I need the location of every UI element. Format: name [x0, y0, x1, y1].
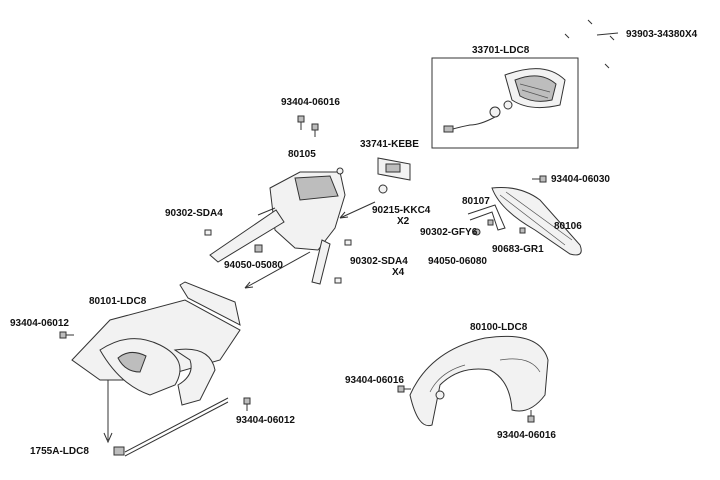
bolt-icon: [59, 331, 74, 339]
label-1755a-ldc8: 1755A-LDC8: [30, 446, 89, 457]
label-93404-06012-bottom: 93404-06012: [236, 415, 295, 426]
inner-fender-80101: [71, 281, 241, 444]
screw-set-icon: [564, 19, 619, 69]
label-80100-ldc8: 80100-LDC8: [470, 322, 528, 333]
label-90215-kkc4: 90215-KKC4: [372, 205, 431, 216]
bolt-icon: [243, 397, 251, 411]
label-93903-34380x4: 93903-34380X4: [626, 29, 698, 40]
label-90302-sda4-right: 90302-SDA4: [350, 256, 408, 267]
label-90215-qty: X2: [397, 216, 410, 227]
label-80101-ldc8: 80101-LDC8: [89, 296, 147, 307]
stay-80107: [467, 204, 526, 236]
bolt-icon: [397, 385, 535, 423]
label-90302-sda4-right-qty: X4: [392, 267, 405, 278]
reflector-80106: [491, 187, 582, 256]
label-94050-05080: 94050-05080: [224, 260, 283, 271]
plate-light-icon: [377, 157, 411, 181]
label-80106: 80106: [554, 221, 582, 232]
clip-icon: [204, 229, 352, 284]
bolt-icon: [532, 175, 547, 183]
label-33741-kebe: 33741-KEBE: [360, 139, 419, 150]
tail-light-assembly: [431, 57, 579, 149]
label-90302-gfy6: 90302-GFY6: [420, 227, 478, 238]
label-93404-06016-mid: 93404-06016: [345, 375, 404, 386]
assembly-arrows: [244, 201, 376, 289]
bolt-icon: [297, 115, 319, 137]
label-93404-06012-left: 93404-06012: [10, 318, 69, 329]
rear-fender-80100: [409, 335, 549, 427]
label-80107: 80107: [462, 196, 490, 207]
strap-1755a: [113, 397, 229, 457]
label-80105: 80105: [288, 149, 316, 160]
label-93404-06016-top: 93404-06016: [281, 97, 340, 108]
label-93404-06030: 93404-06030: [551, 174, 610, 185]
label-90302-sda4-left: 90302-SDA4: [165, 208, 223, 219]
label-93404-06016-right: 93404-06016: [497, 430, 556, 441]
label-33701-ldc8: 33701-LDC8: [472, 45, 530, 56]
rear-bracket-80105: [209, 167, 388, 285]
label-90683-gr1: 90683-GR1: [492, 244, 544, 255]
label-94050-06080: 94050-06080: [428, 256, 487, 267]
